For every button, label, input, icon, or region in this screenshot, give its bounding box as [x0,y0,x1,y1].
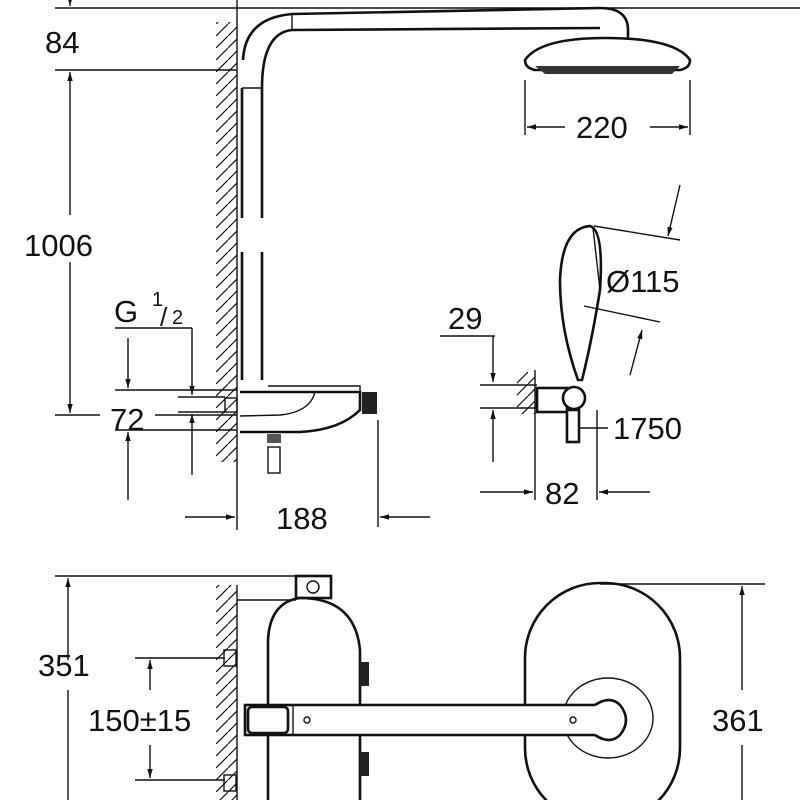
shower-rail [240,88,264,380]
arm-mount [246,705,290,735]
dim-hand-diameter: Ø115 [606,264,680,299]
dim-body-height: 351 [38,648,90,683]
hand-shower-view: Ø115 29 1750 82 [440,184,682,511]
shower-arm-front [243,703,602,737]
outlet-connector [267,434,281,443]
dim-connection-fraction-num: 1 [152,289,163,311]
wall-inlet [223,774,237,792]
dim-projection: 188 [276,501,328,536]
outlet-pipe [267,446,281,474]
dim-connection-fraction-den: 2 [172,307,183,329]
dim-head-diameter: 220 [576,110,628,145]
thermostat-handle [362,392,377,414]
dim-connection-label: G [114,294,138,329]
arm-end [594,698,628,742]
dim-inlet-spacing: 72 [110,402,144,437]
top-knob [294,574,333,600]
side-view: 84 1006 220 G 1 / 2 72 188 [24,0,800,536]
dim-holder-projection: 82 [545,476,579,511]
dim-holder: 29 [448,301,482,336]
dim-top-offset: 84 [45,25,79,60]
wall-inlet [224,397,238,413]
head-shower [523,36,692,72]
dim-inlet-centers: 150±15 [88,703,191,738]
shower-arm [241,6,630,89]
hand-shower [558,224,603,382]
dim-head-height: 361 [712,703,764,738]
thermostat-front [266,596,362,800]
head-shower-front [523,581,682,800]
head-shower-nozzles [535,66,680,74]
dim-height: 1006 [24,228,93,263]
wall-hatching [216,22,237,462]
fraction-slash: / [160,302,168,332]
hose-connector [565,408,581,444]
thermostat-body [240,390,362,434]
side-button [360,662,369,686]
dim-hose: 1750 [613,411,682,446]
holder-joint [561,385,587,411]
side-button [360,752,369,776]
front-view: 351 150±15 361 [38,574,765,800]
